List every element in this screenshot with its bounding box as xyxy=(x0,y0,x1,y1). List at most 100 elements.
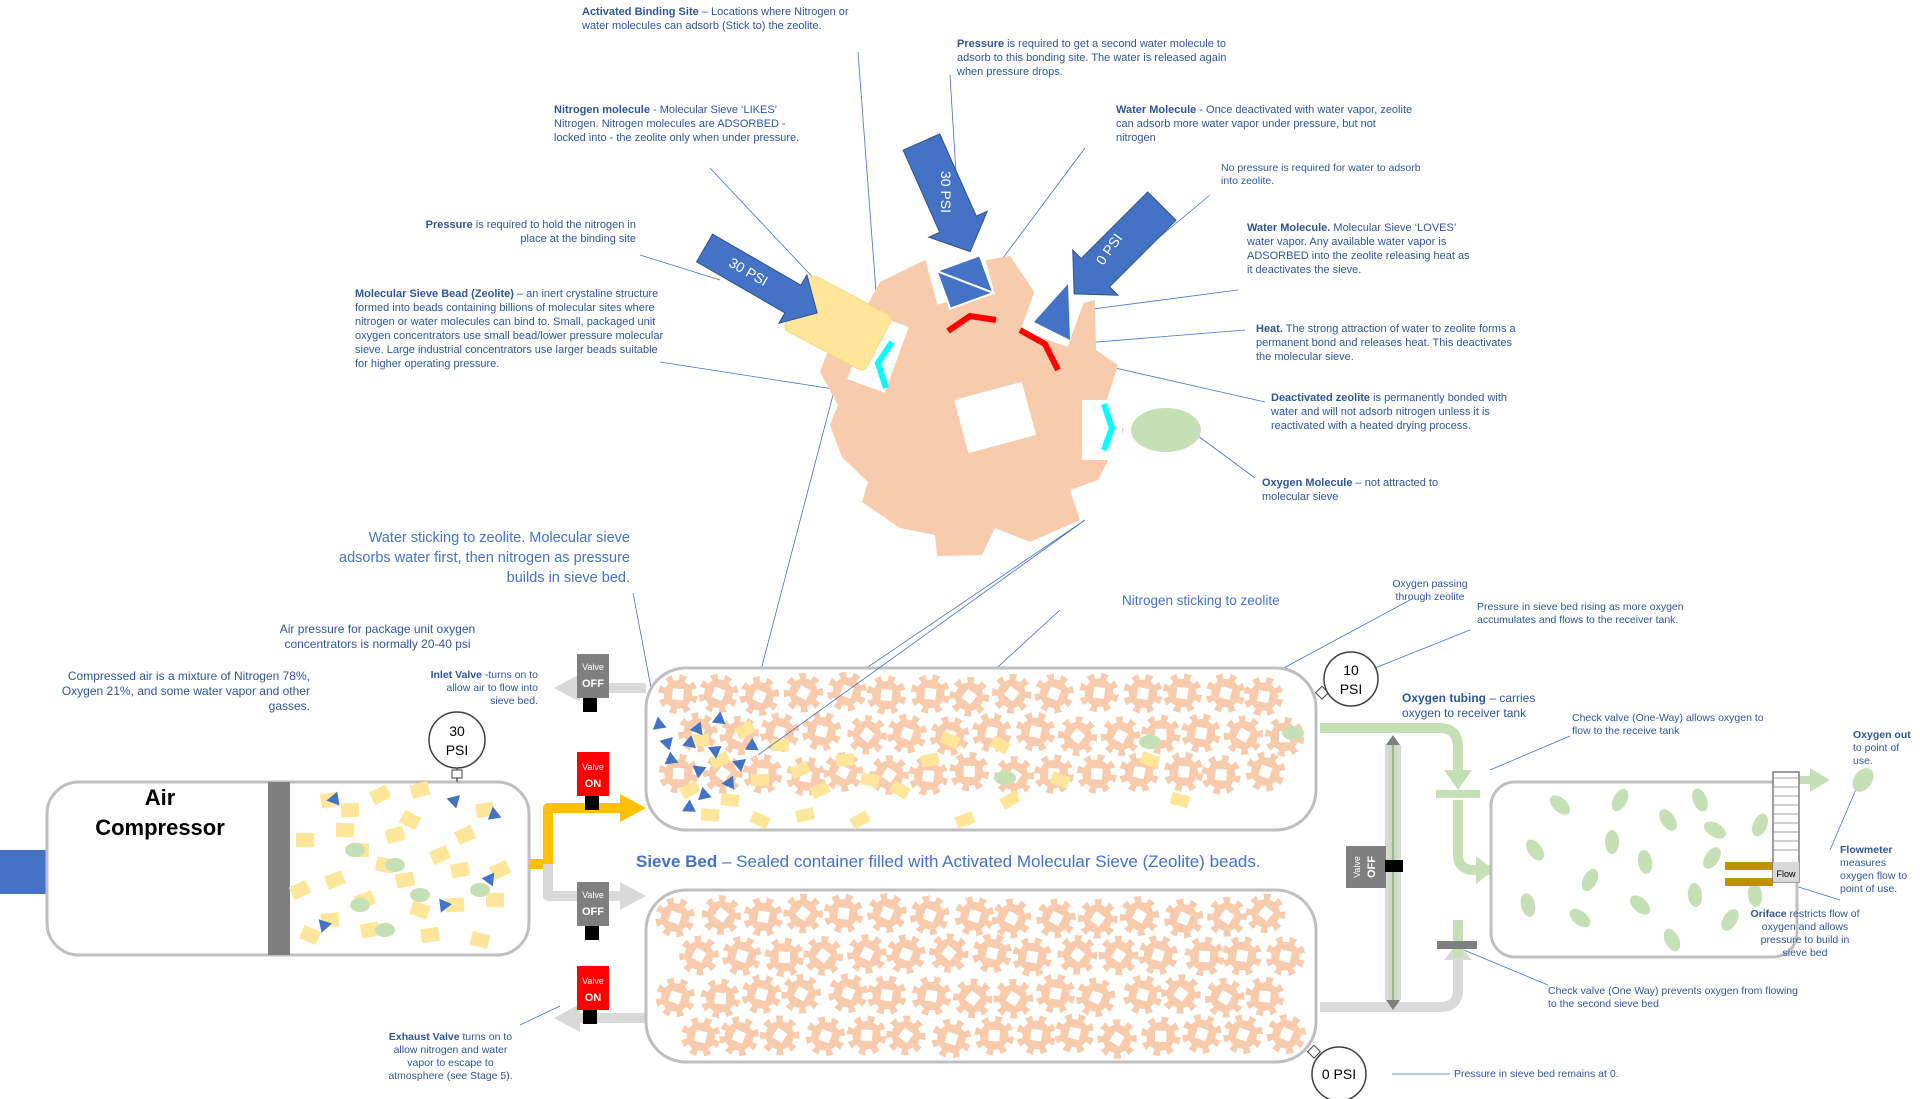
zeolite-bead xyxy=(1076,753,1117,794)
gauge-30-value: 30 xyxy=(449,723,465,739)
exhaust-valve-top[interactable] xyxy=(577,752,609,810)
annotation-oxygen-out: Oxygen out to point of use. xyxy=(1853,729,1911,767)
zeolite-bead xyxy=(911,976,952,1016)
oxygen-molecule xyxy=(994,771,1016,785)
oxygen-molecule xyxy=(1659,809,1677,831)
oxygen-molecule xyxy=(1604,830,1620,854)
water-molecule xyxy=(652,716,667,730)
pipes xyxy=(529,674,1830,1032)
zeolite-bead xyxy=(886,713,927,754)
compressor-piston xyxy=(268,782,290,955)
zeolite-bead xyxy=(764,937,805,978)
zeolite-bead xyxy=(972,933,1012,974)
water-molecule xyxy=(682,799,696,812)
compressor-line-2: Compressor xyxy=(95,815,225,840)
zeolite-bead xyxy=(1034,673,1075,714)
nitrogen-molecule xyxy=(989,735,1011,755)
zeolite-bead xyxy=(1123,673,1163,714)
nitrogen-molecule xyxy=(709,750,731,770)
annotation-pressure-rising: Pressure in sieve bed rising as more oxy… xyxy=(1477,601,1684,626)
nitrogen-molecule xyxy=(720,792,740,808)
zeolite-bead xyxy=(783,672,824,713)
zeolite-bead xyxy=(1138,935,1179,975)
annotation-oriface: Oriface restricts flow of oxygen and all… xyxy=(1750,908,1860,959)
annotation-oxygen-passing: Oxygen passing through zeolite xyxy=(1392,578,1468,603)
sieve-bed-caption: Sieve Bed – Sealed container filled with… xyxy=(636,852,1261,872)
nitrogen-molecule xyxy=(954,811,976,829)
oxygen-molecule xyxy=(1721,909,1739,931)
compressor-line-1: Air xyxy=(144,785,176,810)
heat-mark-left xyxy=(946,312,997,334)
gauge-0-text: 0 PSI xyxy=(1322,1066,1356,1082)
zeolite-bead xyxy=(866,675,907,715)
nitrogen-molecule xyxy=(295,832,315,848)
pressure-arrow-top xyxy=(902,133,989,253)
nitrogen-molecule xyxy=(734,720,756,740)
air-compressor-label: Air Compressor xyxy=(60,783,260,843)
exhaust-valve-bottom[interactable] xyxy=(577,966,609,1024)
zeolite-bead xyxy=(803,935,844,976)
zeolite-bead xyxy=(783,893,823,934)
zeolite-bead xyxy=(679,935,719,976)
nitrogen-molecule xyxy=(939,731,961,749)
annotation-oxygen-tubing: Oxygen tubing – carries oxygen to receiv… xyxy=(1402,691,1536,720)
zeolite-bead xyxy=(1223,715,1264,756)
zeolite-bead xyxy=(909,895,950,936)
compressor-pressure-gauge xyxy=(428,711,486,782)
zeolite-bead xyxy=(1012,937,1052,977)
oxygen-out-molecule xyxy=(1852,768,1874,792)
oxygen-molecule xyxy=(1549,795,1571,815)
water-molecule xyxy=(659,736,673,751)
compressor-particles xyxy=(288,780,512,950)
zeolite-bead xyxy=(1100,716,1141,757)
zeolite-bead xyxy=(655,977,696,1018)
zeolite-bead xyxy=(1122,974,1163,1015)
bottom-bed-pressure-gauge xyxy=(1306,1044,1367,1099)
oxygen-molecule xyxy=(1525,839,1545,861)
nitrogen-molecule xyxy=(420,926,440,944)
oxygen-molecule xyxy=(1569,908,1591,928)
zeolite-bead xyxy=(1140,1016,1181,1057)
nitrogen-molecule xyxy=(384,825,406,845)
zeolite-bead xyxy=(908,756,949,796)
zeolite-bead xyxy=(805,1016,846,1057)
zeolite-bead xyxy=(993,978,1034,1019)
zeolite-bead xyxy=(1222,1014,1263,1055)
zeolite-bead-detail xyxy=(784,241,1201,556)
inlet-valve-top[interactable] xyxy=(577,654,609,712)
annotation-pressure-zero: Pressure in sieve bed remains at 0. xyxy=(1454,1068,1619,1080)
check-valve-bottom xyxy=(1437,941,1477,949)
oxygen-molecule xyxy=(1611,788,1629,812)
annotation-nitrogen-molecule: Nitrogen molecule - Molecular Sieve ‘LIK… xyxy=(554,104,800,144)
crossover-valve[interactable] xyxy=(1346,846,1403,888)
zeolite-bead xyxy=(743,897,783,937)
pressure-arrow-left xyxy=(695,233,818,325)
oxygen-molecule xyxy=(350,898,370,912)
zeolite-bead xyxy=(658,674,698,715)
valve-label: Valve xyxy=(582,976,604,986)
annotation-nitrogen-sticking: Nitrogen sticking to zeolite xyxy=(1122,593,1280,608)
nitrogen-molecule xyxy=(488,859,512,881)
water-molecule xyxy=(318,919,332,933)
annotation-oxygen-molecule: Oxygen Molecule – not attracted to molec… xyxy=(1262,477,1439,503)
nitrogen-molecule xyxy=(409,780,431,800)
sieve-bed-text: – Sealed container filled with Activated… xyxy=(717,852,1261,871)
annotation-exhaust-valve: Exhaust Valve turns on to allow nitrogen… xyxy=(388,1031,513,1082)
nitrogen-molecule xyxy=(445,897,465,913)
gauge-10-value: 10 xyxy=(1343,662,1359,678)
valve-label: Valve xyxy=(582,762,604,772)
zeolite-bead xyxy=(991,898,1032,939)
oxygen-molecule xyxy=(1747,883,1763,907)
nitrogen-molecule xyxy=(409,900,431,920)
arrow-top-label: 30 PSI xyxy=(938,171,954,213)
water-molecule xyxy=(732,758,747,772)
zeolite-bead xyxy=(949,751,990,792)
valve-state-on: ON xyxy=(585,992,602,1004)
inlet-valve-bottom[interactable] xyxy=(577,882,609,940)
gauge-30-unit: PSI xyxy=(446,742,469,758)
oxygen-molecule xyxy=(385,858,405,872)
water-molecule-pair xyxy=(933,254,997,310)
check-valve-top xyxy=(1436,790,1480,798)
nitrogen-molecule xyxy=(398,809,422,831)
nitrogen-molecule xyxy=(690,733,710,747)
